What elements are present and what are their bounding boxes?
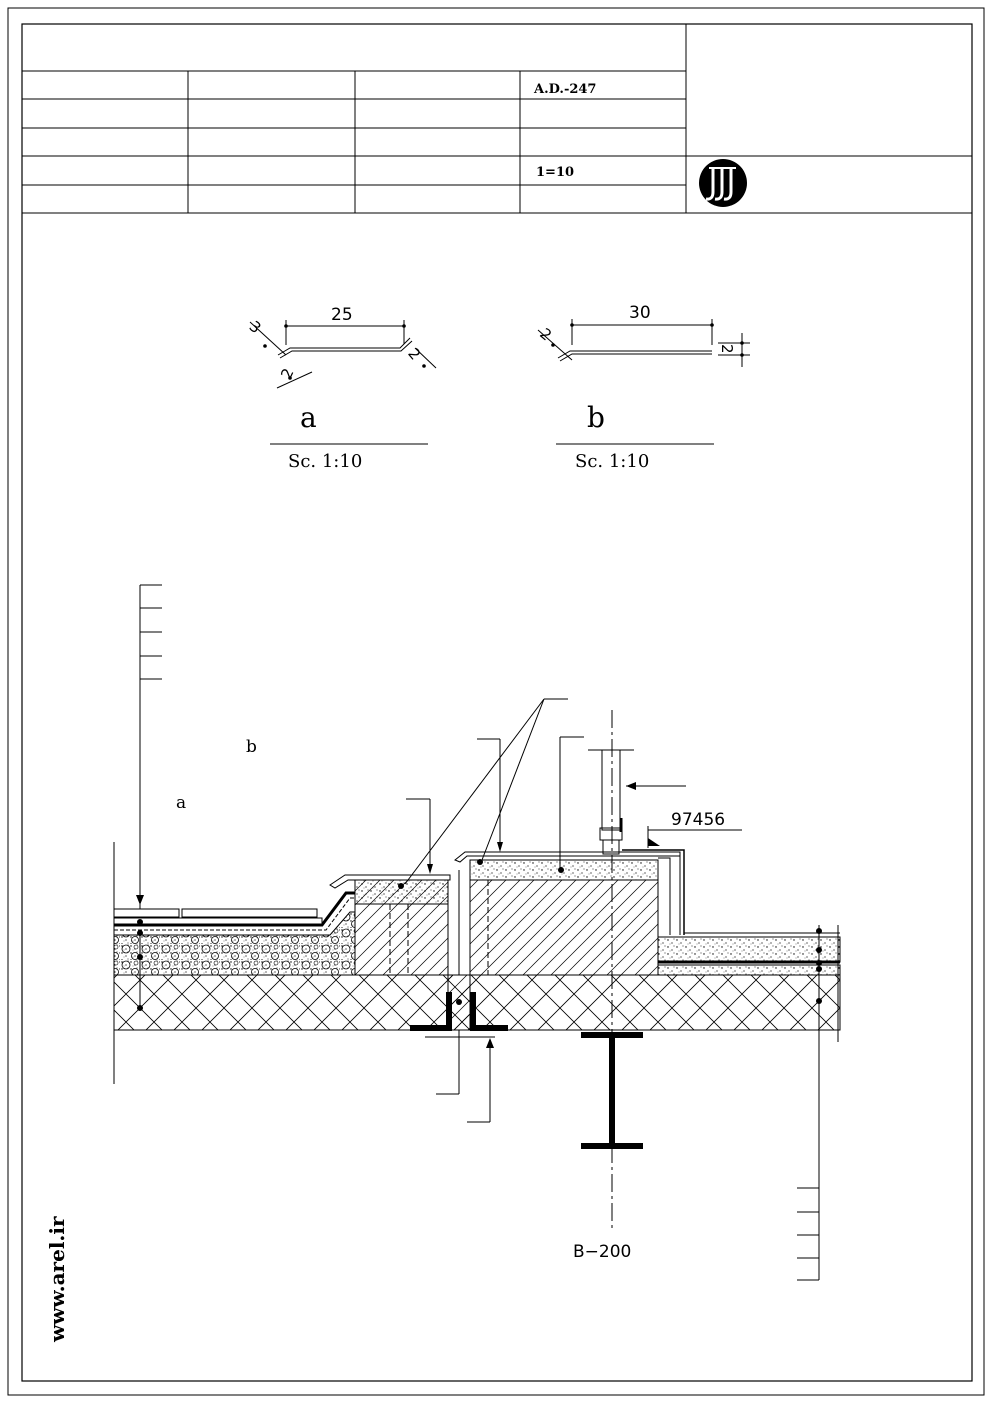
section-label-a: a (176, 793, 186, 813)
main-section: b a (113, 584, 841, 1281)
detail-a-letter: a (300, 401, 317, 434)
detail-a-dim-left-a: 3 (246, 317, 265, 337)
layer-dots (137, 859, 822, 1011)
outer-border (7, 7, 985, 1396)
concrete-slab (113, 974, 841, 1031)
watermark: www.arel.ir (45, 1216, 69, 1343)
company-logo-icon (699, 159, 747, 207)
right-leader (797, 925, 839, 1281)
title-block (22, 24, 972, 214)
detail-a-dim-right: 2 (404, 345, 424, 364)
angle-left (410, 992, 452, 1031)
title-scale: 1=10 (536, 165, 574, 180)
detail-b-scale: Sc. 1:10 (575, 451, 649, 472)
detail-a-dim-top: 25 (331, 305, 353, 325)
left-flashing (329, 874, 451, 889)
detail-a-dim-left-b: 2 (277, 365, 297, 381)
detail-b-dim-right: 2 (718, 344, 736, 354)
beam-label: B−200 (573, 1242, 631, 1262)
top-leaders (404, 698, 584, 885)
detail-b-letter: b (587, 401, 605, 434)
level-mark: 97456 (671, 810, 725, 830)
inner-border (21, 23, 973, 1382)
drawing-number: A.D.-247 (533, 82, 596, 97)
section-label-b: b (246, 737, 257, 757)
angle-right (470, 992, 508, 1031)
left-membrane (114, 891, 355, 927)
detail-b-dim-top: 30 (629, 303, 651, 323)
steel-i-beam (581, 1032, 643, 1149)
right-upstand (469, 879, 659, 976)
detail-b: 30 2 2 b Sc. 1:10 (536, 303, 750, 472)
detail-a: 25 3 2 2 a Sc. 1:10 (246, 305, 437, 472)
detail-b-dim-left: 2 (536, 324, 555, 344)
detail-a-scale: Sc. 1:10 (288, 451, 362, 472)
left-tiles (113, 908, 323, 925)
anchor-pipe (588, 710, 634, 1230)
right-fill-layer (657, 936, 841, 963)
